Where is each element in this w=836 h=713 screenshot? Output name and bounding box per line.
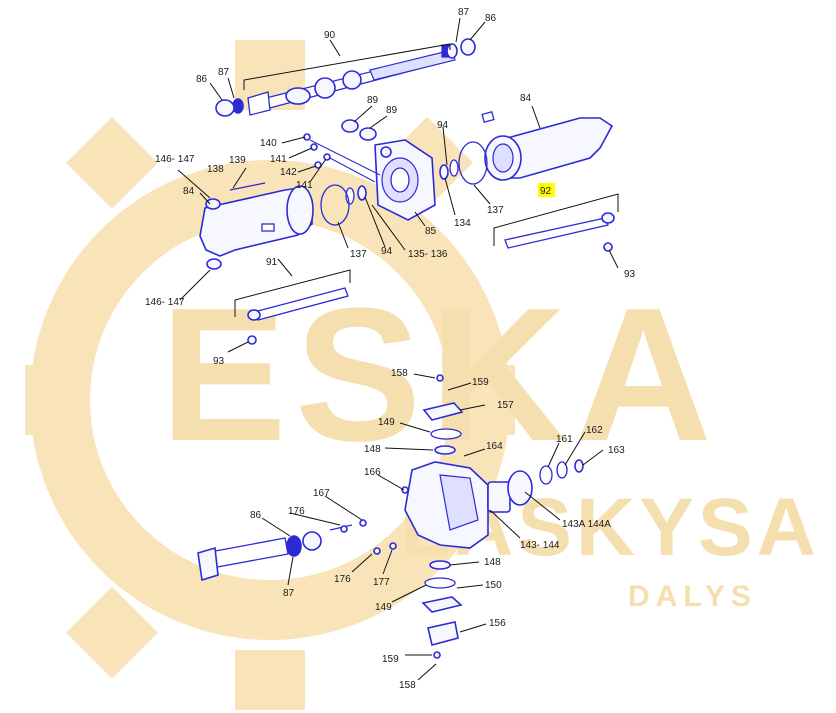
part-differential-85[interactable] (374, 139, 436, 221)
callout-87[interactable]: 87 (458, 7, 470, 18)
callout-148[interactable]: 148 (484, 557, 501, 568)
callout-148[interactable]: 148 (364, 444, 381, 455)
watermark-gear-tooth (25, 365, 85, 435)
watermark: ESKA LASKYSA DALYS (25, 40, 816, 710)
callout-140[interactable]: 140 (260, 138, 277, 149)
callout-158[interactable]: 158 (391, 368, 408, 379)
callout-84[interactable]: 84 (520, 93, 532, 104)
callout-89[interactable]: 89 (386, 105, 398, 116)
callout-149[interactable]: 149 (378, 417, 395, 428)
callout-143a-144a[interactable]: 143A 144A (562, 519, 611, 530)
callout-137[interactable]: 137 (350, 249, 367, 260)
callout-139[interactable]: 139 (229, 155, 246, 166)
callout-150[interactable]: 150 (485, 580, 502, 591)
callout-93[interactable]: 93 (213, 356, 225, 367)
part-bearing-86-top[interactable] (460, 38, 476, 56)
watermark-brand: ESKA (160, 269, 720, 481)
part-seal-135[interactable] (320, 184, 367, 226)
callout-134[interactable]: 134 (454, 218, 471, 229)
callout-159[interactable]: 159 (472, 377, 489, 388)
parts (197, 38, 615, 659)
part-axle-housing-84-left[interactable] (199, 185, 314, 270)
callout-141[interactable]: 141 (296, 180, 313, 191)
callout-142[interactable]: 142 (280, 167, 297, 178)
callout-161[interactable]: 161 (556, 434, 573, 445)
watermark-gear-tooth (455, 365, 515, 435)
part-bearing-86-left[interactable] (215, 99, 235, 117)
callout-146-147[interactable]: 146- 147 (145, 297, 185, 308)
callout-167[interactable]: 167 (313, 488, 330, 499)
callout-labels: 90 87 86 86 87 89 89 84 140 141 142 141 … (145, 7, 636, 691)
callout-137[interactable]: 137 (487, 205, 504, 216)
callout-89[interactable]: 89 (367, 95, 379, 106)
callout-138[interactable]: 138 (207, 164, 224, 175)
callout-159[interactable]: 159 (382, 654, 399, 665)
callout-90[interactable]: 90 (324, 30, 336, 41)
callout-158[interactable]: 158 (399, 680, 416, 691)
callout-94[interactable]: 94 (437, 120, 449, 131)
callout-86[interactable]: 86 (485, 13, 497, 24)
part-tie-rod-91[interactable] (247, 287, 349, 345)
callout-162[interactable]: 162 (586, 425, 603, 436)
part-nut-89[interactable] (341, 119, 377, 141)
watermark-gear-tooth (235, 650, 305, 710)
leader-lines (177, 17, 619, 681)
callout-176[interactable]: 176 (334, 574, 351, 585)
part-bolts-138-142[interactable] (229, 133, 381, 191)
watermark-gear-tooth (66, 116, 158, 209)
callout-146-147[interactable]: 146- 147 (155, 154, 195, 165)
part-kingpin-cap-top-157[interactable] (422, 374, 464, 455)
part-axle-housing-84-right[interactable] (481, 111, 614, 181)
callout-176[interactable]: 176 (288, 506, 305, 517)
callout-93[interactable]: 93 (624, 269, 636, 280)
watermark-line: DALYS (628, 580, 757, 613)
callout-149[interactable]: 149 (375, 602, 392, 613)
callout-157[interactable]: 157 (497, 400, 514, 411)
callout-156[interactable]: 156 (489, 618, 506, 629)
callout-164[interactable]: 164 (486, 441, 503, 452)
callout-85[interactable]: 85 (425, 226, 437, 237)
highlight-box (538, 183, 555, 197)
callout-135-136[interactable]: 135- 136 (408, 249, 448, 260)
part-steering-knuckle[interactable] (404, 459, 584, 549)
part-halfshaft-lower[interactable] (197, 486, 409, 582)
callout-163[interactable]: 163 (608, 445, 625, 456)
callout-91[interactable]: 91 (266, 257, 278, 268)
part-seal-87-top[interactable] (446, 43, 458, 59)
callout-87[interactable]: 87 (283, 588, 295, 599)
callout-86[interactable]: 86 (196, 74, 208, 85)
part-driveshaft-90[interactable] (247, 44, 456, 116)
part-kingpin-cap-bottom-156[interactable] (421, 560, 463, 659)
callout-94[interactable]: 94 (381, 246, 393, 257)
callout-177[interactable]: 177 (373, 577, 390, 588)
watermark-gear-tooth (66, 586, 158, 679)
callout-92[interactable]: 92 (540, 186, 552, 197)
callout-141[interactable]: 141 (270, 154, 287, 165)
callout-166[interactable]: 166 (364, 467, 381, 478)
part-tie-rod-92[interactable] (504, 212, 615, 252)
callout-87[interactable]: 87 (218, 67, 230, 78)
callout-84[interactable]: 84 (183, 186, 195, 197)
callout-86[interactable]: 86 (250, 510, 262, 521)
part-seal-134[interactable] (439, 141, 488, 185)
callout-143-144[interactable]: 143- 144 (520, 540, 560, 551)
